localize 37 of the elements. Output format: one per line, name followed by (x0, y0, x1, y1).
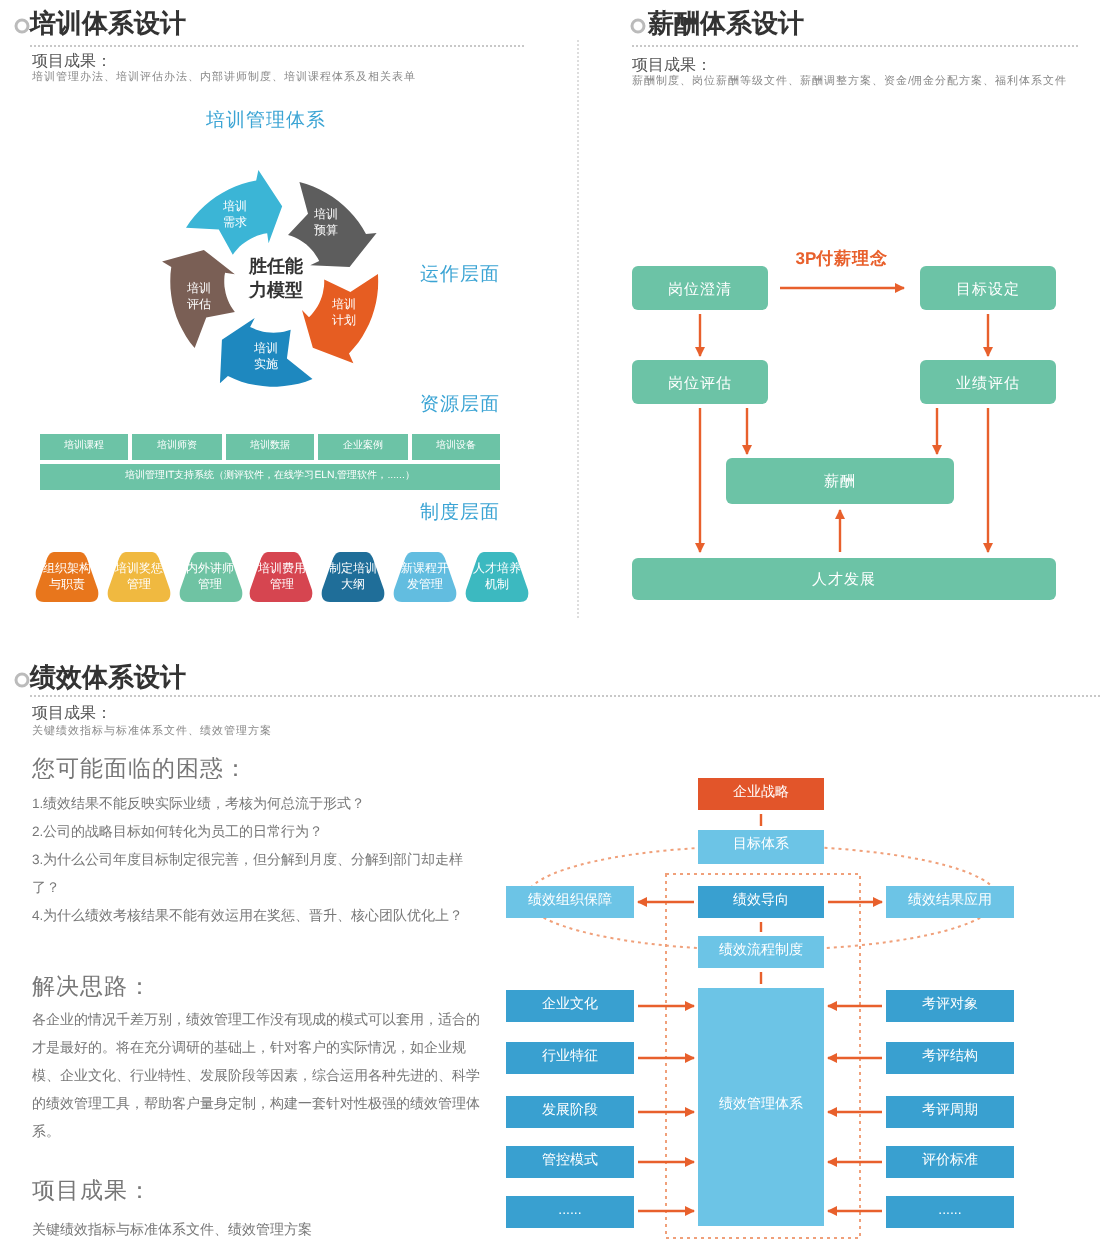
arrow (638, 1157, 695, 1167)
arrow (827, 1001, 882, 1011)
layer-label: 资源层面 (420, 394, 500, 418)
question-heading: 项目成果： (32, 1178, 152, 1207)
section-heading: 薪酬体系设计 (648, 8, 804, 41)
arrow (827, 1107, 882, 1117)
connector-line (759, 922, 763, 932)
subheading: 项目成果： (632, 56, 712, 75)
section-label: 培训管理体系 (206, 110, 326, 134)
arrow (695, 408, 705, 553)
arrow (780, 283, 905, 293)
arrow (638, 1053, 695, 1063)
arrow (983, 314, 993, 357)
arrow (932, 408, 942, 455)
connector-line (759, 814, 763, 826)
layer-label: 运作层面 (420, 264, 500, 288)
arrow (827, 1206, 882, 1216)
arrow (638, 1001, 695, 1011)
arrow (637, 897, 694, 907)
arrow (695, 314, 705, 357)
section-heading: 培训体系设计 (30, 8, 186, 41)
edge-label: 3P付薪理念 (795, 248, 889, 272)
question-heading: 您可能面临的困惑： (32, 756, 248, 785)
section-heading: 绩效体系设计 (30, 662, 186, 695)
connector-line (759, 972, 763, 984)
arrow (827, 1053, 882, 1063)
question-heading: 解决思路： (32, 974, 152, 1003)
arrow (638, 1107, 695, 1117)
arrow (638, 1206, 695, 1216)
arrow (828, 897, 883, 907)
subheading: 项目成果： (32, 704, 112, 724)
subheading: 项目成果： (32, 52, 112, 71)
arrow (835, 509, 845, 552)
arrow (742, 408, 752, 455)
layer-label: 制度层面 (420, 502, 500, 526)
arrow (983, 408, 993, 553)
arrow (827, 1157, 882, 1167)
